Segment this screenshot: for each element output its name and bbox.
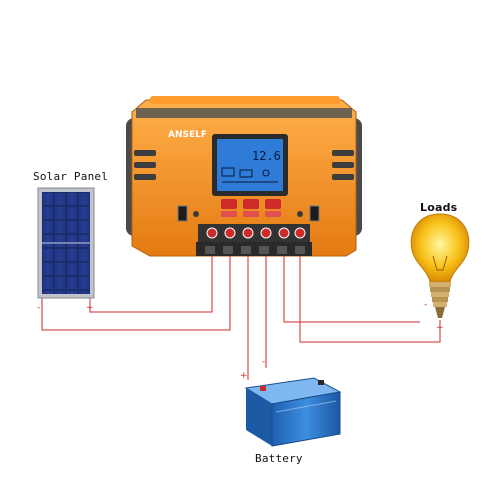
battery-minus: - — [262, 357, 265, 367]
usb-port-left — [177, 205, 188, 222]
solar-panel-label: Solar Panel — [33, 170, 109, 183]
lcd-reading: 12.6 — [252, 149, 281, 163]
solar-wire-positive — [89, 232, 213, 313]
light-bulb-icon — [410, 213, 470, 318]
load-wire-negative — [283, 232, 420, 323]
lcd-icons — [221, 167, 278, 183]
terminals — [206, 227, 306, 239]
battery-icon — [244, 377, 342, 447]
polarity-marks: - + + - - + — [37, 300, 444, 381]
battery-plus: + — [240, 371, 248, 381]
load-minus: - — [424, 300, 427, 310]
solar-panel — [37, 187, 95, 299]
load-wire-positive — [299, 232, 441, 343]
load-plus: + — [436, 323, 444, 333]
controller-brand: ANSELF — [168, 130, 207, 140]
usb-port-right — [309, 205, 320, 222]
solar-plus: + — [86, 303, 94, 313]
loads-label: Loads — [420, 201, 458, 214]
battery-label: Battery — [255, 452, 303, 465]
solar-wire-negative — [41, 232, 231, 331]
charge-controller: ANSELF 12.6 — [126, 96, 362, 257]
control-buttons — [221, 199, 281, 217]
solar-minus: - — [37, 303, 40, 313]
